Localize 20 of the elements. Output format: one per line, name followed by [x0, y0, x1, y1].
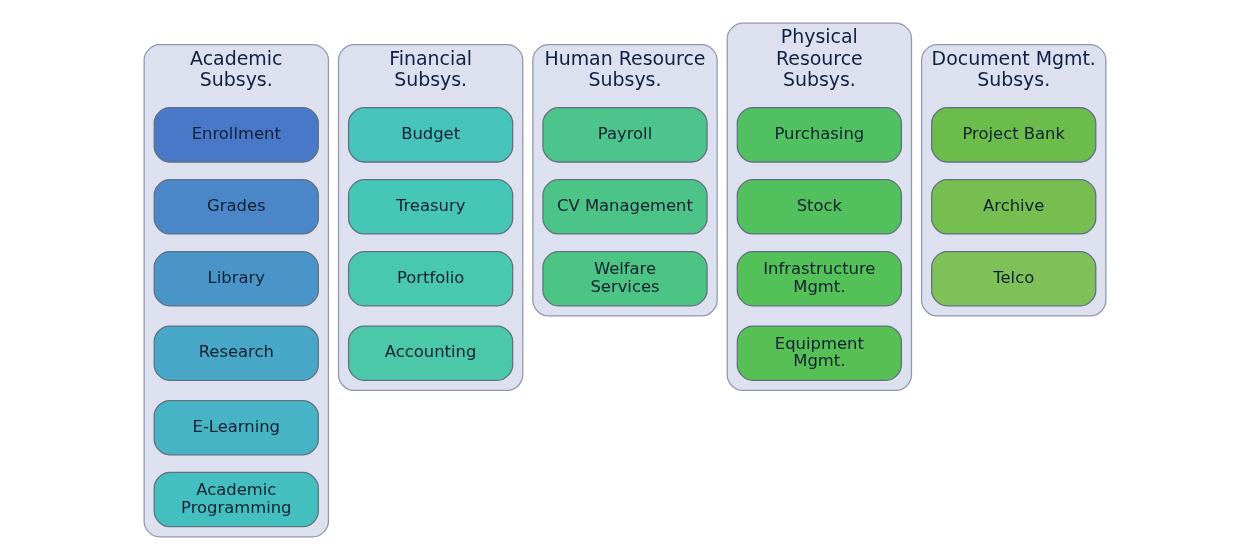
- node-box: Enrollment: [153, 107, 319, 163]
- node-box: Telco: [930, 250, 1096, 307]
- node-box: Library: [153, 250, 319, 307]
- node-box: Treasury: [347, 179, 513, 235]
- node-box: Project Bank: [930, 107, 1096, 163]
- node-box: Portfolio: [347, 250, 513, 307]
- node-box: CV Management: [541, 179, 708, 235]
- node-box: Archive: [930, 179, 1096, 235]
- node-box: Payroll: [541, 107, 708, 163]
- node-box: Accounting: [347, 325, 513, 381]
- node-box: Purchasing: [736, 107, 902, 163]
- node-box: Equipment Mgmt.: [736, 325, 902, 381]
- node-box: Infrastructure Mgmt.: [736, 250, 902, 307]
- node-box: Grades: [153, 179, 319, 235]
- node-box: Research: [153, 325, 319, 381]
- node-box: Welfare Services: [541, 250, 708, 307]
- node-box: Budget: [347, 107, 513, 163]
- node-box: Stock: [736, 179, 902, 235]
- node-box: Academic Programming: [153, 471, 319, 528]
- node-box: E-Learning: [153, 399, 319, 456]
